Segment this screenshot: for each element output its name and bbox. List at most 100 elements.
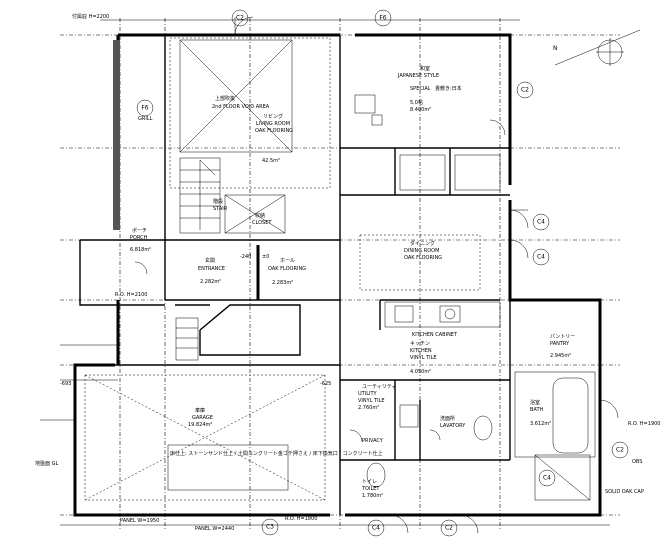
svg-text:8.400m²: 8.400m² bbox=[410, 107, 431, 113]
svg-text:-693: -693 bbox=[60, 381, 71, 387]
svg-text:GARAGE: GARAGE bbox=[192, 415, 213, 421]
svg-text:上部吹抜: 上部吹抜 bbox=[215, 95, 235, 102]
svg-text:SOLID OAK CAP: SOLID OAK CAP bbox=[605, 489, 644, 495]
dining-area bbox=[359, 234, 481, 291]
svg-text:玄関: 玄関 bbox=[205, 257, 215, 264]
svg-text:床仕上: ストーンサンド仕上 / 土間コンクリート金ゴテ押さ: 床仕上: ストーンサンド仕上 / 土間コンクリート金ゴテ押さえ / 床下換気口 … bbox=[170, 450, 383, 457]
svg-text:KITCHEN CABINET: KITCHEN CABINET bbox=[412, 332, 458, 338]
porch-wall bbox=[113, 40, 120, 230]
compass-label: N bbox=[553, 45, 558, 52]
svg-text:洗面所: 洗面所 bbox=[440, 415, 455, 422]
room-pantry: パントリー PANTRY 2.945m² bbox=[550, 334, 575, 359]
svg-text:キッチン: キッチン bbox=[410, 341, 430, 347]
svg-text:-625: -625 bbox=[320, 381, 331, 387]
room-washitsu: 和室 JAPANESE STYLE SPECIAL 畳敷き:日本 5.0帖 8.… bbox=[397, 65, 462, 113]
svg-text:6.818m²: 6.818m² bbox=[130, 247, 151, 253]
svg-text:ユーティリティ: ユーティリティ bbox=[362, 384, 396, 390]
svg-text:階段: 階段 bbox=[213, 198, 223, 205]
svg-text:2.760m²: 2.760m² bbox=[358, 405, 379, 411]
svg-text:2nd FLOOR VOID AREA: 2nd FLOOR VOID AREA bbox=[212, 104, 270, 110]
svg-text:リビング: リビング bbox=[263, 113, 283, 120]
svg-text:JAPANESE STYLE: JAPANESE STYLE bbox=[397, 73, 439, 79]
right-exterior bbox=[534, 454, 591, 501]
svg-text:PORCH: PORCH bbox=[130, 235, 148, 241]
svg-text:ポーチ: ポーチ bbox=[132, 227, 147, 234]
tag-c3-bottom: C3 bbox=[261, 518, 279, 536]
svg-text:VINYL TILE: VINYL TILE bbox=[358, 398, 385, 404]
svg-text:車庫: 車庫 bbox=[195, 407, 205, 414]
kitchen-counter bbox=[384, 301, 501, 328]
tag-c4-obs: C4 bbox=[538, 469, 556, 487]
svg-text:C4: C4 bbox=[537, 219, 545, 226]
room-bath: 浴室 BATH 3.612m² bbox=[530, 399, 551, 427]
svg-text:OBS: OBS bbox=[632, 459, 642, 465]
svg-text:C4: C4 bbox=[537, 254, 545, 261]
room-stair: 階段 STAIR bbox=[213, 198, 228, 212]
tag-c4-a: C4 bbox=[532, 213, 550, 231]
room-toilet: トイレ TOILET 1.780m² bbox=[361, 479, 383, 499]
tag-f6-left: F6 bbox=[136, 99, 154, 117]
svg-text:LAVATORY: LAVATORY bbox=[440, 423, 466, 429]
svg-text:OAK FLOORING: OAK FLOORING bbox=[404, 255, 442, 261]
exterior-walls bbox=[73, 33, 602, 517]
svg-text:C2: C2 bbox=[521, 87, 529, 94]
svg-text:C2: C2 bbox=[445, 525, 453, 532]
left-marks bbox=[40, 344, 118, 421]
svg-text:±0: ±0 bbox=[262, 254, 269, 260]
door-swings bbox=[134, 16, 619, 534]
svg-text:DINING ROOM: DINING ROOM bbox=[404, 248, 439, 254]
svg-text:畳敷き:日本: 畳敷き:日本 bbox=[435, 85, 462, 92]
bath-tub bbox=[514, 371, 596, 458]
svg-text:19.824m²: 19.824m² bbox=[188, 422, 212, 428]
svg-text:C2: C2 bbox=[236, 15, 244, 22]
garage-slab bbox=[84, 374, 326, 501]
svg-text:5.0帖: 5.0帖 bbox=[410, 99, 423, 106]
svg-text:UTILITY: UTILITY bbox=[358, 391, 378, 397]
svg-text:-240: -240 bbox=[240, 254, 251, 260]
room-lavatory: 洗面所 LAVATORY bbox=[440, 415, 466, 429]
svg-text:2.283m²: 2.283m² bbox=[272, 280, 293, 286]
svg-text:ホール: ホール bbox=[280, 258, 295, 264]
misc-labels: GRILL PRIVACY SOLID OAK CAP OBS R.O. H=2… bbox=[35, 13, 660, 532]
svg-text:トイレ: トイレ bbox=[362, 479, 377, 485]
svg-text:R.O. H=2100: R.O. H=2100 bbox=[115, 292, 147, 298]
svg-text:PANEL W=2440: PANEL W=2440 bbox=[195, 526, 234, 532]
room-void: 上部吹抜 2nd FLOOR VOID AREA bbox=[212, 95, 270, 110]
svg-text:STAIR: STAIR bbox=[213, 206, 228, 212]
room-living: リビング LIVING ROOM OAK FLOORING 42.5m² bbox=[255, 113, 293, 164]
svg-text:OAK FLOORING: OAK FLOORING bbox=[268, 266, 306, 272]
svg-text:パントリー: パントリー bbox=[550, 334, 575, 340]
tag-c4-b: C4 bbox=[532, 248, 550, 266]
svg-text:3.612m²: 3.612m² bbox=[530, 421, 551, 427]
svg-text:LIVING ROOM: LIVING ROOM bbox=[256, 121, 290, 127]
svg-text:2.282m²: 2.282m² bbox=[200, 279, 221, 285]
tag-c4-bottom: C4 bbox=[367, 519, 385, 537]
tag-c2-right: C2 bbox=[516, 81, 534, 99]
svg-text:VINYL TILE: VINYL TILE bbox=[410, 355, 437, 361]
room-utility: ユーティリティ UTILITY VINYL TILE 2.760m² bbox=[358, 384, 396, 411]
svg-text:C4: C4 bbox=[543, 475, 551, 482]
svg-text:C2: C2 bbox=[616, 447, 624, 454]
svg-text:CLOSET: CLOSET bbox=[252, 220, 272, 226]
tag-c2-top: C2 bbox=[231, 9, 249, 27]
tag-c2-bottom: C2 bbox=[440, 519, 458, 537]
interior-walls bbox=[75, 35, 511, 515]
room-porch: ポーチ PORCH 6.818m² bbox=[130, 227, 151, 253]
svg-text:BATH: BATH bbox=[530, 407, 544, 413]
svg-text:ダイニング: ダイニング bbox=[410, 240, 435, 247]
svg-text:4.050m²: 4.050m² bbox=[410, 369, 431, 375]
svg-text:42.5m²: 42.5m² bbox=[262, 158, 280, 164]
svg-text:浴室: 浴室 bbox=[530, 399, 540, 406]
svg-text:TOILET: TOILET bbox=[361, 486, 380, 492]
north-compass: N bbox=[553, 29, 641, 66]
room-closet: 収納 CLOSET bbox=[252, 212, 272, 226]
void-area bbox=[169, 37, 331, 189]
svg-text:PRIVACY: PRIVACY bbox=[362, 438, 384, 444]
room-kitchen: KITCHEN CABINET キッチン KITCHEN VINYL TILE … bbox=[410, 332, 458, 375]
svg-text:KITCHEN: KITCHEN bbox=[410, 348, 432, 354]
room-dining: ダイニング DINING ROOM OAK FLOORING bbox=[404, 240, 442, 261]
room-hall: ホール OAK FLOORING 2.283m² bbox=[268, 258, 306, 286]
svg-text:PANTRY: PANTRY bbox=[550, 341, 570, 347]
room-entrance: 玄関 ENTRANCE 2.282m² bbox=[198, 257, 225, 285]
